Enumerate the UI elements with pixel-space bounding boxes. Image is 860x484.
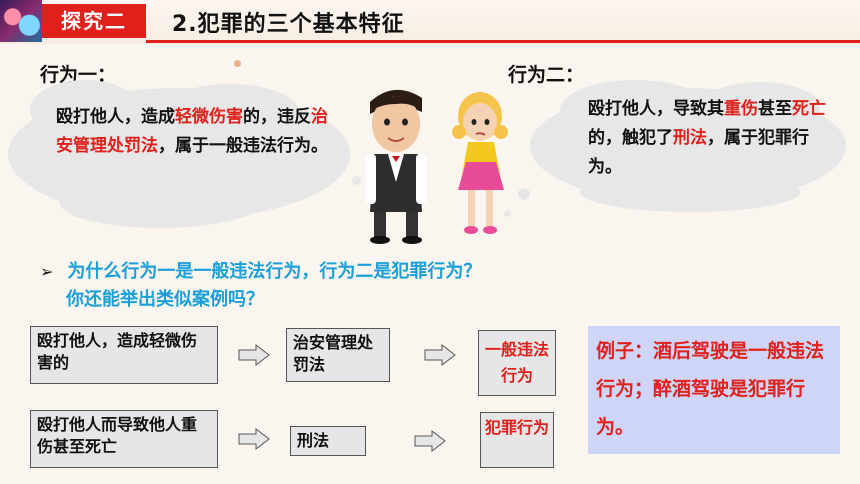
flow-row1-act: 殴打他人，造成轻微伤害的 [30, 326, 218, 384]
question-line-1: 为什么行为一是一般违法行为，行为二是犯罪行为？ [67, 261, 482, 282]
characters-illustration [366, 89, 508, 244]
case2-description: 殴打他人，导致其重伤甚至死亡的，触犯了刑法，属于犯罪行为。 [588, 95, 834, 182]
decor-dot [504, 210, 511, 217]
header-logo-image [0, 0, 42, 42]
question-line-2: 你还能举出类似案例吗？ [66, 289, 264, 310]
case2-text: 甚至 [758, 99, 792, 119]
flow-arrow-icon [424, 344, 456, 366]
case2-text: 殴打他人，导致其 [588, 99, 724, 119]
case2-text: ，属于犯罪行为。 [588, 128, 809, 177]
case1-text: 的，违反 [243, 107, 311, 127]
section-tag: 探究二 [42, 4, 146, 38]
case1-cloud-puff [30, 80, 140, 140]
decor-dot [234, 60, 241, 67]
man-figure [366, 89, 426, 244]
case2-highlight-law: 刑法 [673, 128, 707, 148]
case1-text: ，属于一般违法行为。 [158, 136, 328, 156]
discussion-question: ➢ 为什么行为一是一般违法行为，行为二是犯罪行为？ 你还能举出类似案例吗？ [40, 258, 481, 314]
case2-highlight-injury: 重伤 [724, 99, 758, 119]
flow-row2-act: 殴打他人而导致他人重伤甚至死亡 [30, 410, 218, 468]
header-divider [146, 40, 860, 43]
case1-highlight-injury: 轻微伤害 [175, 107, 243, 127]
page-title: 2.犯罪的三个基本特征 [172, 12, 405, 37]
flow-arrow-icon [238, 428, 270, 450]
case2-label: 行为二： [508, 64, 585, 86]
case2-text: 的，触犯了 [588, 128, 673, 148]
flow-row2-result: 犯罪行为 [480, 412, 554, 468]
case2-cloud-puff [580, 172, 800, 212]
case1-description: 殴打他人，造成轻微伤害的，违反治安管理处罚法，属于一般违法行为。 [56, 103, 338, 161]
flow-row1-result: 一般违法行为 [478, 330, 556, 396]
flow-row2-law: 刑法 [290, 426, 366, 456]
example-box: 例子：酒后驾驶是一般违法行为；醉酒驾驶是犯罪行为。 [588, 326, 840, 454]
case1-text: 殴打他人，造成 [56, 107, 175, 127]
case2-highlight-death: 死亡 [792, 99, 826, 119]
case1-cloud-puff [160, 84, 300, 142]
case1-cloud-puff [60, 178, 260, 228]
case1-highlight-law: 治安管理处罚法 [56, 107, 328, 156]
flow-arrow-icon [238, 344, 270, 366]
case2-cloud-puff [560, 80, 710, 140]
girl-figure [452, 92, 508, 234]
bullet-arrow-icon: ➢ [40, 262, 54, 281]
case2-cloud-puff [700, 82, 820, 132]
decor-dot [352, 176, 361, 185]
flow-row1-law: 治安管理处罚法 [286, 328, 390, 382]
flow-arrow-icon [414, 430, 446, 452]
decor-dot [518, 188, 530, 200]
